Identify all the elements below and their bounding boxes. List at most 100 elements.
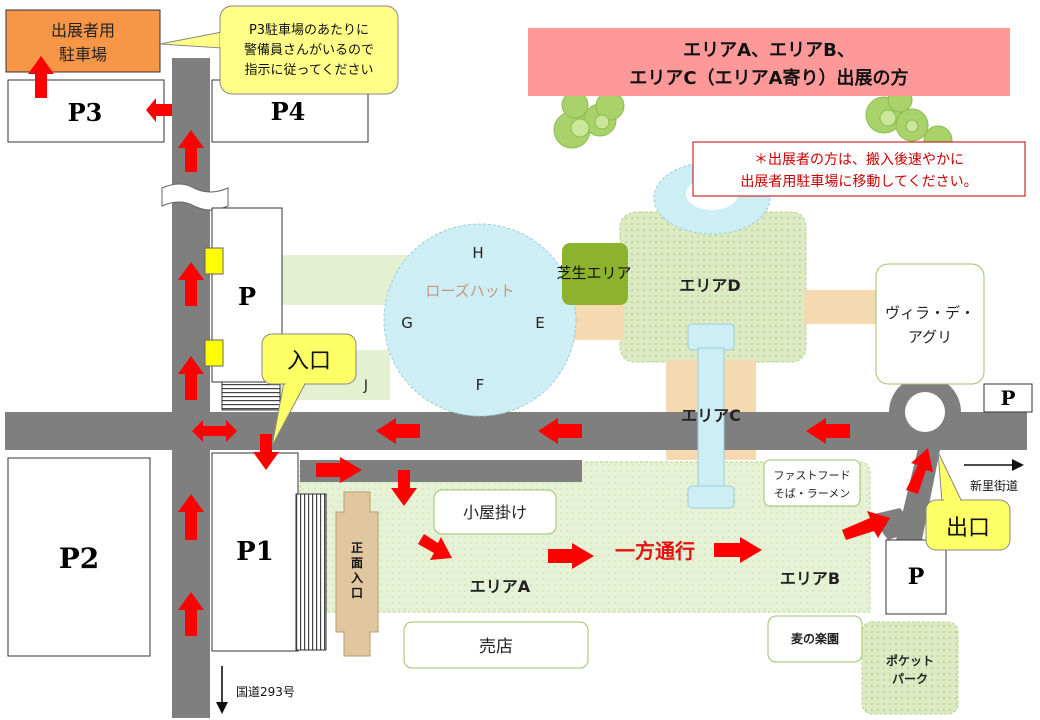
notice-line2: 出展者用駐車場に移動してください。 <box>740 173 977 190</box>
exhibitor-parking <box>5 9 161 73</box>
pocket-park-line2: パーク <box>892 672 928 686</box>
rose-hut-f: F <box>476 376 485 394</box>
arrow-up-icon <box>178 356 204 400</box>
front-gate-3: 入 <box>351 571 363 585</box>
exhibitor-parking-line1: 出展者用 <box>51 21 115 40</box>
baiten-label: 売店 <box>479 637 513 657</box>
guard-callout <box>219 5 399 95</box>
route293-label: 国道293号 <box>236 685 295 699</box>
villa-de-agri <box>875 263 985 385</box>
p2-lot <box>7 457 151 657</box>
rose-hut-h: H <box>472 244 483 262</box>
front-gate-4: 口 <box>351 586 363 600</box>
p-west-label: P <box>238 282 256 311</box>
arrow-left-icon <box>376 418 420 444</box>
road-horizontal-main <box>5 412 1027 450</box>
banner-line1: エリアA、エリアB、 <box>683 40 855 61</box>
arrow-up-right-icon <box>906 448 933 494</box>
pocket-park-ground <box>861 621 959 715</box>
route293-arrowhead <box>216 702 228 714</box>
arrow-left-icon <box>806 418 850 444</box>
exit-callout <box>925 499 1011 551</box>
direction-arrows <box>28 56 933 636</box>
fastfood-line1: ファストフード <box>774 469 851 482</box>
area-d-label: エリアD <box>679 276 740 295</box>
notice-box: ＊出展者の方は、搬入後速やかに 出展者用駐車場に移動してください。 <box>692 141 1026 197</box>
front-gate-1: 正 <box>351 541 363 555</box>
arrow-right-icon <box>714 537 762 563</box>
niisato-label: 新里街道 <box>970 478 1018 493</box>
one-way-label: 一方通行 <box>615 539 695 563</box>
guard-line1: P3駐車場のあたりに <box>249 23 369 38</box>
entrance-label: 入口 <box>287 349 331 374</box>
arrow-both-icon <box>192 420 237 442</box>
koyagake <box>433 489 557 535</box>
mugi-no-rakuen <box>767 615 863 663</box>
arrow-right-icon <box>316 457 362 483</box>
sand-d-villa <box>804 290 876 324</box>
stairs-p1 <box>295 493 327 651</box>
area-c-walk-bottom <box>687 485 735 509</box>
guard-line3: 指示に従ってください <box>245 63 374 78</box>
callouts: P3駐車場のあたりに 警備員さんがいるので 指示に従ってください 入口 出口 <box>159 5 1011 551</box>
yellow-booth-2 <box>204 339 224 367</box>
arrow-up-icon <box>178 592 204 636</box>
front-gate-2: 面 <box>351 556 363 570</box>
p-east-lot <box>983 383 1033 413</box>
arrow-down-icon <box>391 470 417 506</box>
rose-hut-g: G <box>401 314 413 332</box>
pocket-park-line1: ポケット <box>886 653 934 668</box>
p2-label: P2 <box>59 542 100 575</box>
fastfood-line2: そば・ラーメン <box>774 487 851 500</box>
exit-label: 出口 <box>946 516 990 541</box>
lawn-area <box>562 243 628 305</box>
p-south-lot <box>885 539 947 615</box>
arrow-left-icon <box>538 418 582 444</box>
parking: P3 P4 P P1 P2 P P 出展者用 駐車場 <box>5 9 1033 657</box>
mugi-label: 麦の楽園 <box>791 631 839 646</box>
area-a-label: エリアA <box>470 577 531 596</box>
arrow-up-icon <box>178 262 204 306</box>
road-break <box>161 183 229 211</box>
area-d-ground <box>619 211 807 363</box>
arrow-down-right-icon <box>418 534 452 560</box>
fastfood <box>763 459 861 507</box>
notice-frame <box>692 141 1026 197</box>
front-gate <box>335 491 379 657</box>
arrow-left-icon <box>146 98 172 122</box>
road-labels: 国道293号 新里街道 <box>216 459 1024 714</box>
yellow-booth-1 <box>204 247 224 275</box>
stairs-west <box>221 381 281 411</box>
p1-lot <box>211 452 299 652</box>
rose-hut <box>383 223 577 417</box>
area-c-walk-top <box>687 323 735 351</box>
p3-label: P3 <box>68 98 103 127</box>
villa-line1: ヴィラ・デ・ <box>885 304 975 322</box>
banner-line2: エリアC（エリアA寄り）出展の方 <box>629 67 908 89</box>
arrow-right-icon <box>548 543 594 569</box>
road-area-a-entry <box>300 460 582 482</box>
guard-callout-tail <box>159 31 223 49</box>
rose-hut-e: E <box>535 314 544 332</box>
niisato-arrowhead <box>1012 459 1024 471</box>
notice-line1: ＊出展者の方は、搬入後速やかに <box>754 152 964 168</box>
area-c-walk <box>697 347 725 489</box>
villa-line2: アグリ <box>908 328 952 346</box>
p-east-label: P <box>1000 386 1015 410</box>
roundabout-center <box>905 392 945 432</box>
arrow-up-icon <box>28 56 54 98</box>
arrow-up-icon <box>178 494 204 540</box>
lawn-area-label: 芝生エリア <box>556 264 631 282</box>
guard-line2: 警備員さんがいるので <box>244 42 374 58</box>
banner-box <box>528 28 1010 96</box>
exit-callout-tail <box>937 451 963 503</box>
tree-icon <box>553 91 625 149</box>
exhibitor-parking-line2: 駐車場 <box>59 45 107 64</box>
p4-label: P4 <box>271 97 306 126</box>
label-j: J <box>363 378 368 394</box>
arrow-down-icon <box>253 434 279 470</box>
arrow-up-right-icon <box>842 511 890 540</box>
rose-hut-label: ローズハット <box>425 282 514 300</box>
header-banner: エリアA、エリアB、 エリアC（エリアA寄り）出展の方 <box>528 28 1010 96</box>
entrance-callout <box>261 333 357 385</box>
